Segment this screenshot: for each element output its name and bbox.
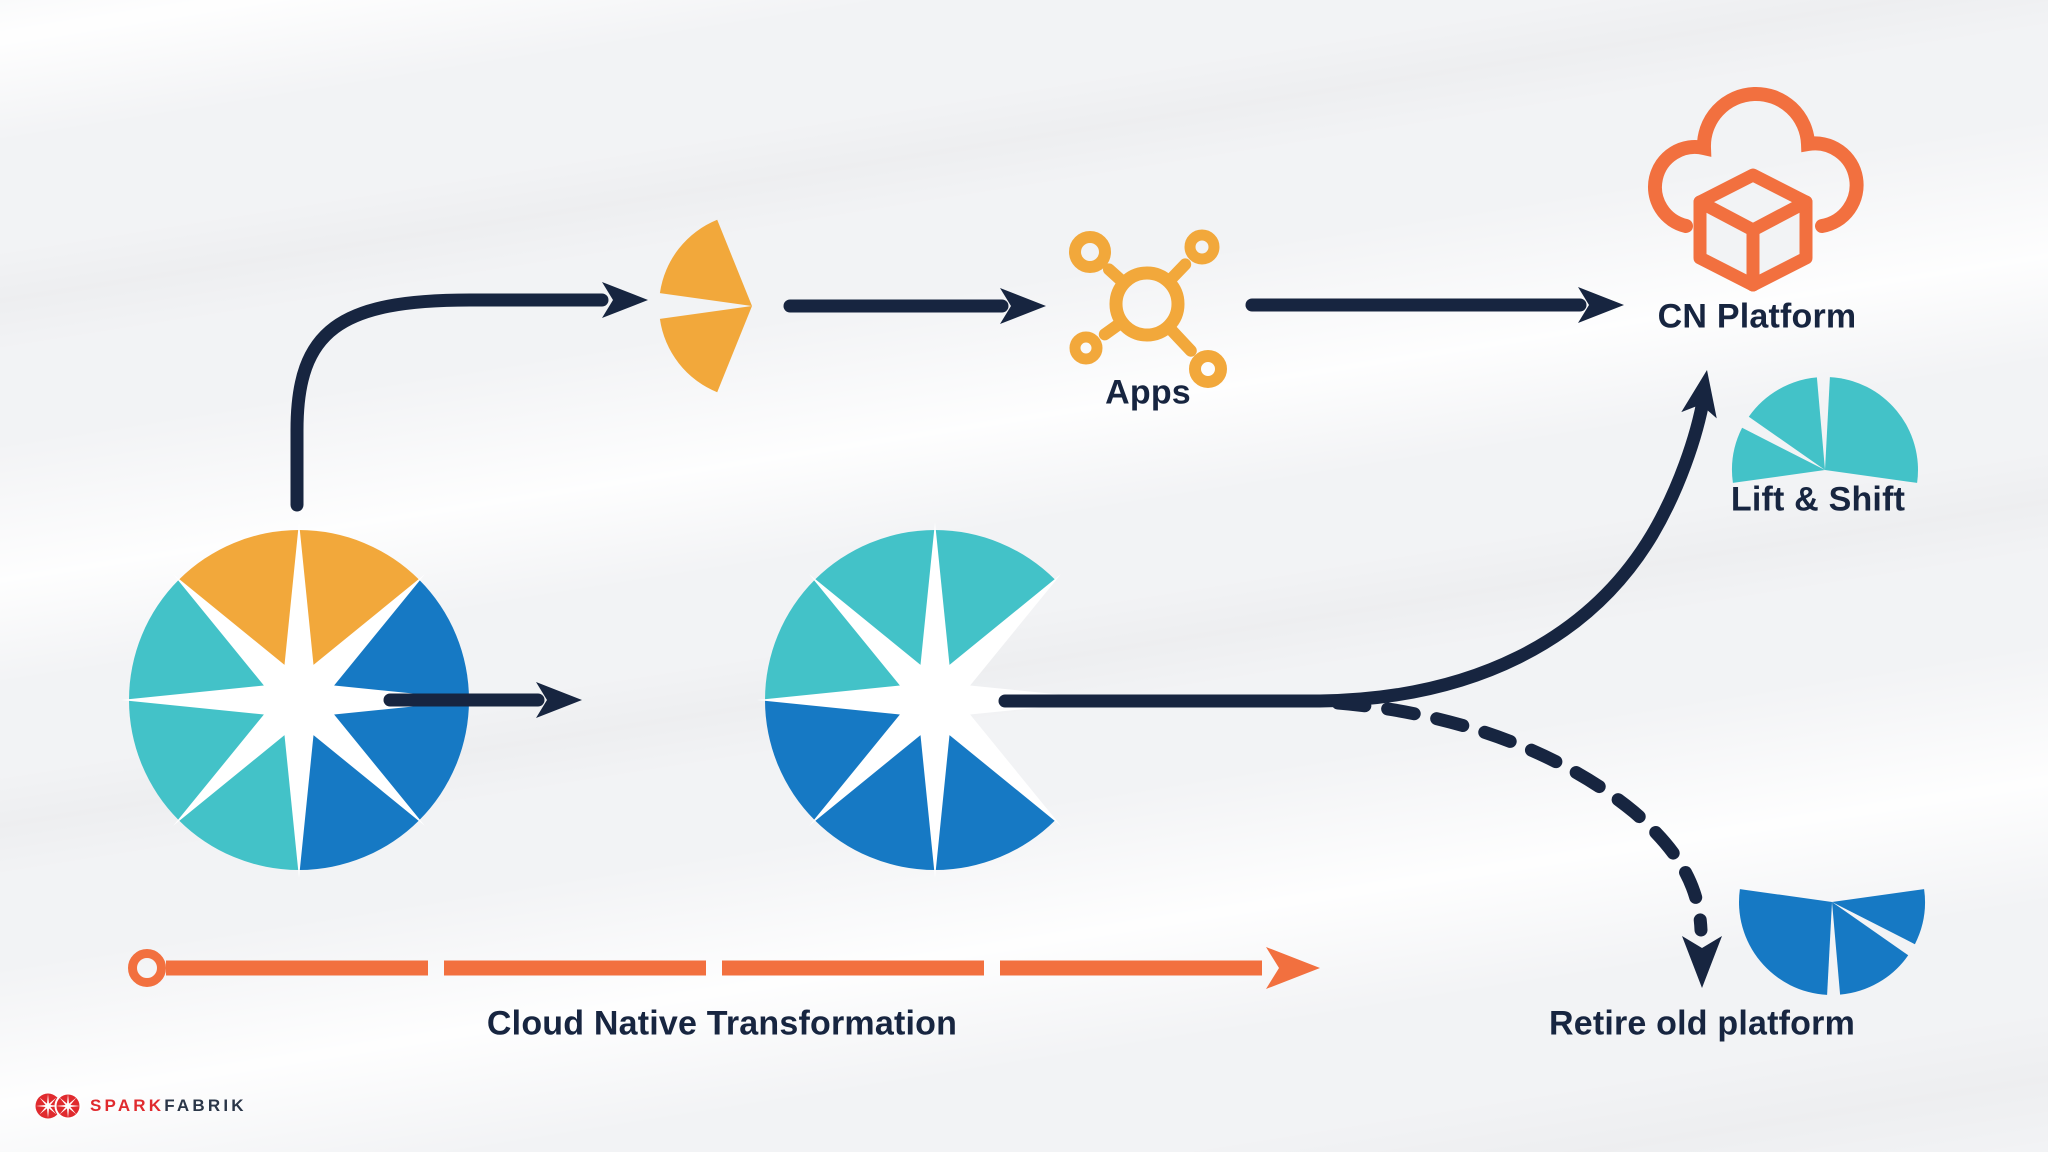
fan-wedge bbox=[659, 219, 752, 306]
fan-wedge bbox=[1731, 427, 1825, 483]
retire-fan bbox=[1738, 889, 1926, 995]
apps-fan bbox=[659, 219, 752, 393]
fan-wedge bbox=[1738, 889, 1832, 995]
arrowhead bbox=[536, 682, 582, 718]
fan-wedge bbox=[1832, 902, 1909, 995]
apps-label: Apps bbox=[1105, 373, 1191, 412]
curve-star-to-platform bbox=[998, 389, 1711, 708]
lift-shift-label: Lift & Shift bbox=[1730, 480, 1906, 519]
cloud-cube-icon bbox=[1648, 87, 1864, 292]
fan-wedge bbox=[659, 306, 752, 393]
logo-star-cut bbox=[56, 1094, 80, 1118]
sparkfabrik-logo-mark bbox=[35, 1092, 82, 1120]
timeline-arrowhead bbox=[1266, 947, 1320, 989]
legacy-platform-star bbox=[121, 522, 477, 878]
arrowhead bbox=[1000, 288, 1046, 324]
lift-shift-fan bbox=[1731, 377, 1919, 483]
transformation-timeline bbox=[128, 947, 1320, 989]
arrow-star-to-fan bbox=[290, 293, 609, 512]
arrowhead bbox=[1578, 287, 1624, 323]
apps-molecule-icon bbox=[1069, 229, 1227, 388]
molecule-bond bbox=[1103, 263, 1126, 285]
flow-arrowheads bbox=[536, 282, 1722, 988]
arrowhead bbox=[1682, 936, 1722, 988]
sparkfabrik-logo-text: SPARKFABRIK bbox=[90, 1096, 247, 1116]
flow-arrows bbox=[290, 293, 1711, 937]
logo-spark: SPARK bbox=[90, 1096, 165, 1115]
molecule-center-ring bbox=[1109, 266, 1185, 342]
cn-platform-label: CN Platform bbox=[1657, 297, 1857, 336]
molecule-node bbox=[1069, 231, 1111, 273]
dashed-curve-retire bbox=[1331, 696, 1708, 937]
logo-fabrik: FABRIK bbox=[164, 1096, 247, 1115]
modernized-platform-star bbox=[757, 522, 1113, 878]
arrowhead bbox=[1681, 370, 1717, 419]
timeline-start-ring bbox=[128, 949, 166, 987]
cube-edges bbox=[1693, 195, 1813, 292]
arrowhead bbox=[602, 282, 648, 318]
fan-wedge bbox=[1832, 889, 1926, 945]
star-center bbox=[915, 680, 955, 720]
molecule-node bbox=[1189, 350, 1227, 388]
fan-wedge bbox=[1825, 377, 1919, 483]
retire-label: Retire old platform bbox=[1548, 1004, 1856, 1043]
star-center bbox=[279, 680, 319, 720]
molecule-node bbox=[1184, 229, 1220, 265]
molecule-bond bbox=[1166, 325, 1197, 357]
molecule-node bbox=[1069, 331, 1103, 365]
timeline-label: Cloud Native Transformation bbox=[486, 1004, 958, 1043]
molecule-bond bbox=[1098, 319, 1123, 341]
molecule-bond bbox=[1166, 258, 1192, 284]
cloud-icon bbox=[1648, 87, 1864, 233]
logo-star-cut bbox=[36, 1094, 60, 1118]
fan-wedge bbox=[1748, 377, 1825, 470]
